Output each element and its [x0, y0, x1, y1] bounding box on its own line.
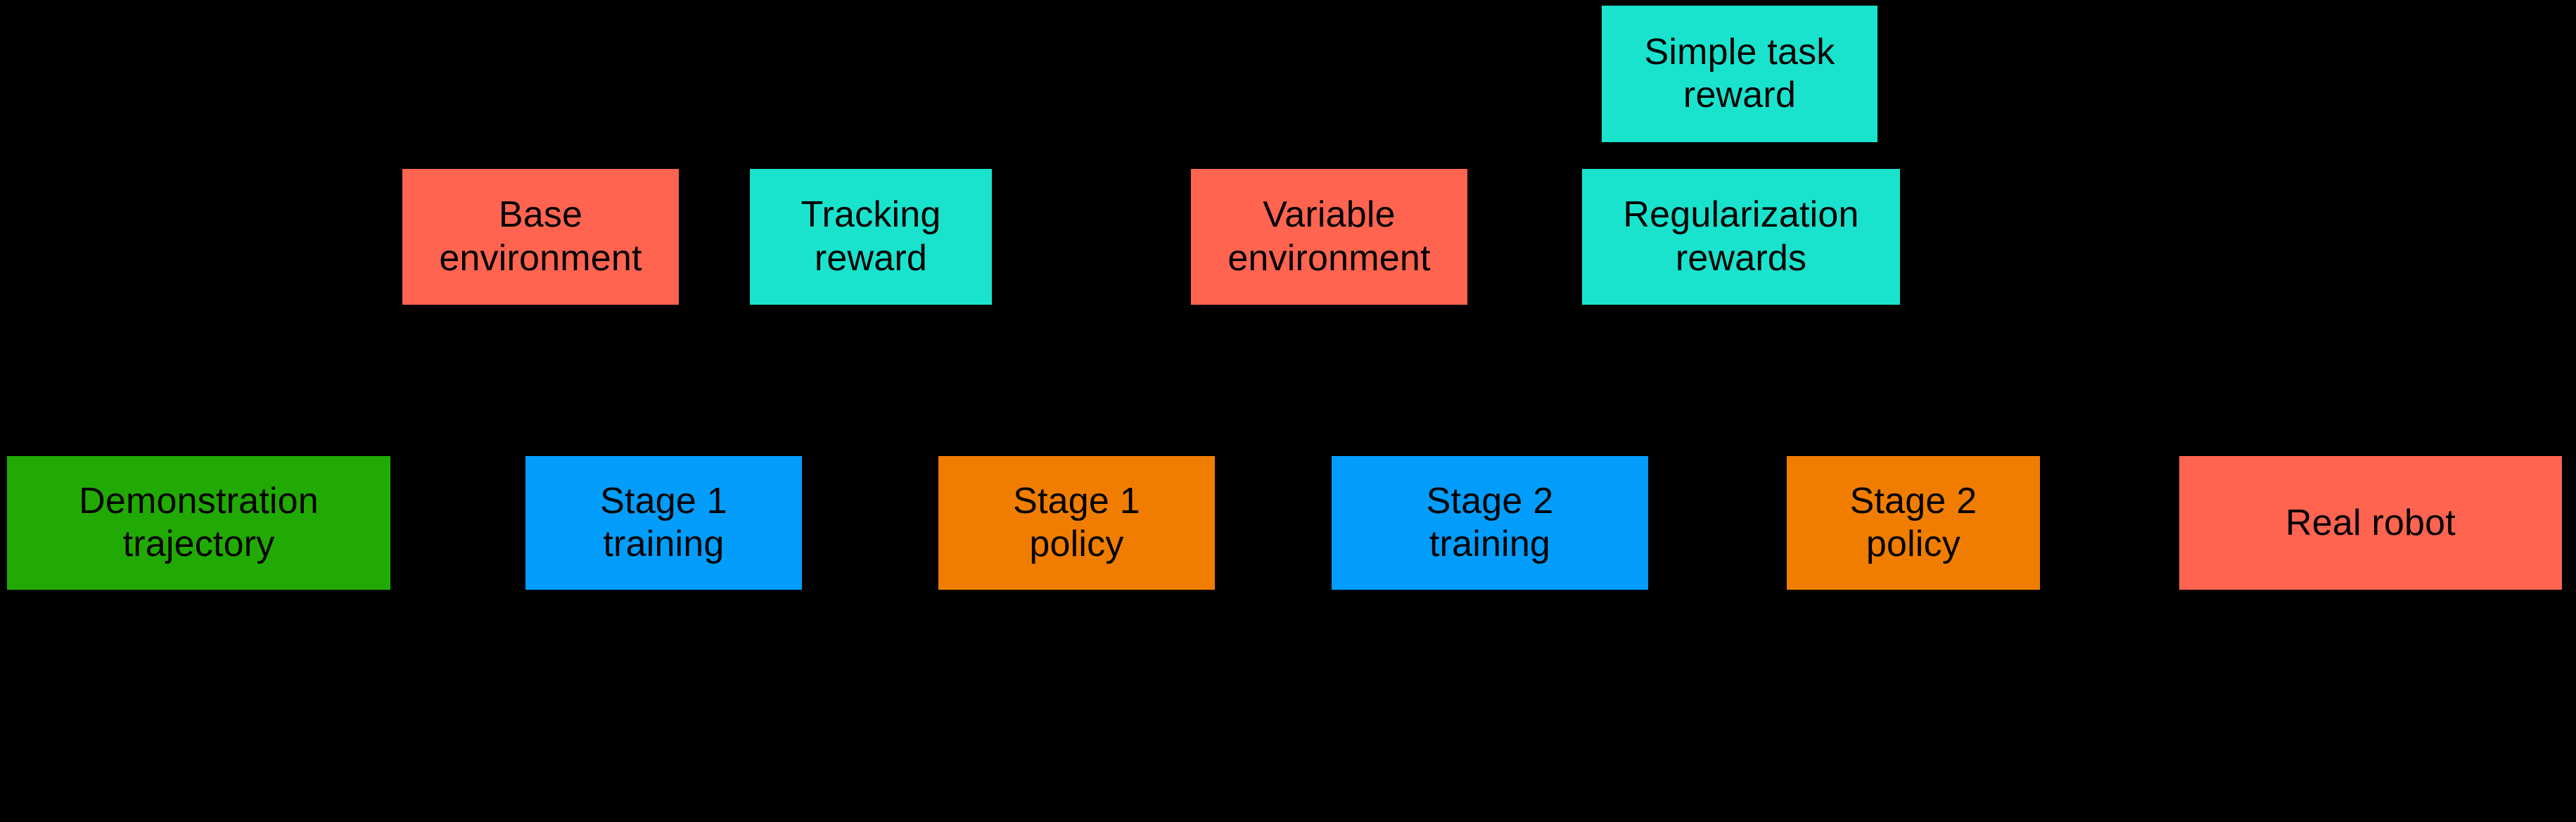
node-base-environment[interactable]: Base environment	[402, 169, 679, 305]
node-stage-1-policy[interactable]: Stage 1 policy	[938, 456, 1215, 590]
node-demonstration-trajectory[interactable]: Demonstration trajectory	[7, 456, 390, 590]
node-stage-1-training[interactable]: Stage 1 training	[525, 456, 802, 590]
node-simple-task-reward[interactable]: Simple task reward	[1602, 6, 1877, 142]
node-stage-2-training[interactable]: Stage 2 training	[1332, 456, 1648, 590]
node-variable-environment[interactable]: Variable environment	[1191, 169, 1467, 305]
node-real-robot[interactable]: Real robot	[2179, 456, 2562, 590]
node-stage-2-policy[interactable]: Stage 2 policy	[1787, 456, 2040, 590]
node-regularization-rewards[interactable]: Regularization rewards	[1582, 169, 1900, 305]
node-tracking-reward[interactable]: Tracking reward	[750, 169, 992, 305]
